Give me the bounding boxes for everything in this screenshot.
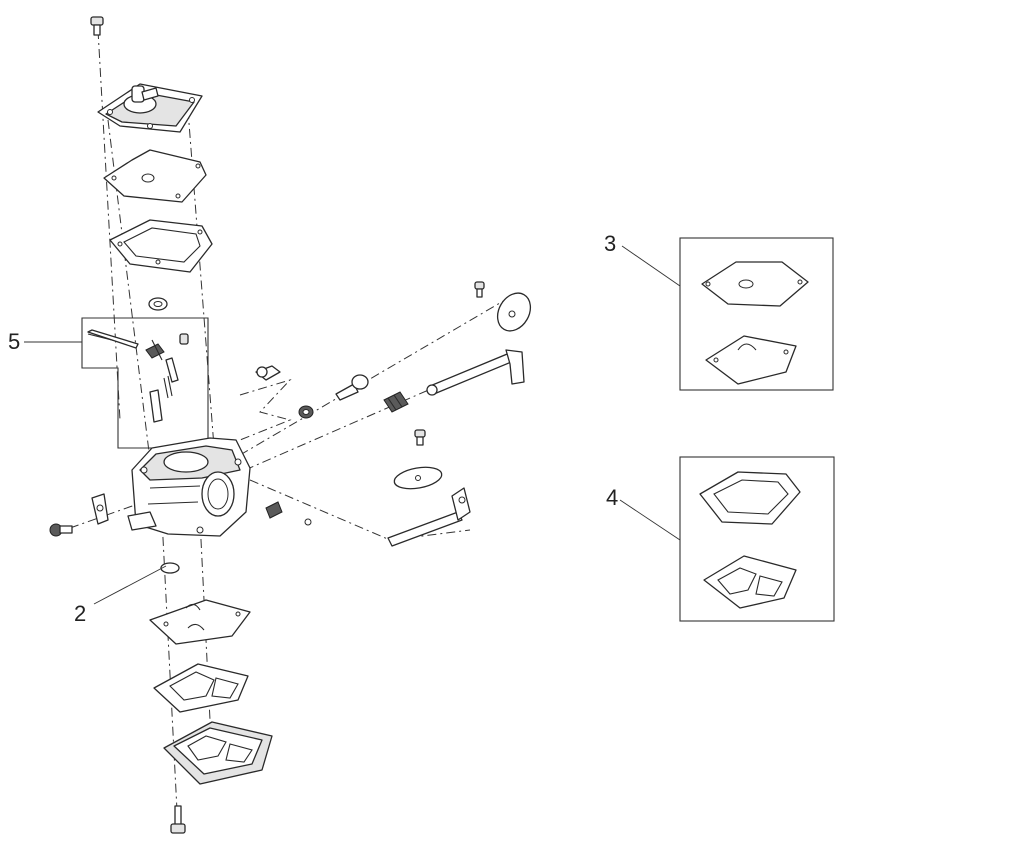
pump-gasket [109,219,213,273]
bottom-screw [170,805,186,834]
gasket-kit-box [679,456,835,622]
callout-4: 4 [606,485,618,510]
choke-plate [496,292,532,332]
pump-diaphragm [103,149,207,203]
side-screw [49,523,73,537]
leader-lines [24,245,681,605]
choke-screw [474,281,485,298]
metering-cover [163,721,273,785]
throttle-shaft [387,487,471,547]
metering-diaphragm [149,599,251,645]
carburetor-body [127,437,251,537]
filter-screen [160,562,180,574]
mixture-screw [335,374,369,401]
throttle-plate [393,466,443,490]
pump-cover [97,83,203,133]
throttle-spring [265,501,283,519]
assembly-axis-lines [69,29,506,831]
top-screw [90,16,104,36]
callout-2: 2 [74,601,86,626]
mixture-spring [383,391,409,413]
choke-shaft [426,349,525,396]
callout-3: 3 [604,231,616,256]
inlet-washer [148,297,168,311]
adjust-spring-small [298,405,314,419]
inlet-needle-kit-group [81,317,209,449]
throttle-ball [304,518,312,526]
callout-5: 5 [8,329,20,354]
throttle-screw [414,429,426,446]
metering-gasket [153,663,249,713]
side-bracket [91,493,109,525]
pump-diaphragm-kit-box [679,237,834,391]
idle-adjust-screw [255,365,281,381]
